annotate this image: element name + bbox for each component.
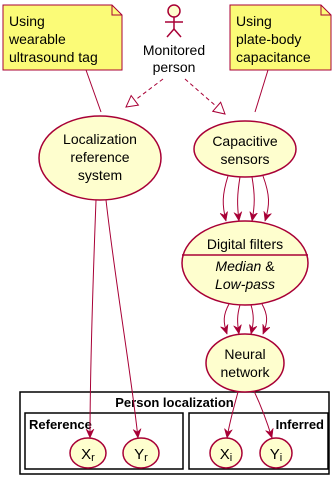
filters-line1: Median & [215, 258, 275, 274]
svg-text:Xi: Xi [220, 446, 232, 464]
output-yi: Yi [259, 437, 293, 469]
note-capacitance-line2: plate-body [236, 31, 301, 47]
localization-line2: reference [70, 149, 129, 165]
svg-text:Xr: Xr [81, 446, 95, 464]
edge-cap-filter-3 [252, 176, 254, 221]
svg-text:Yr: Yr [134, 446, 148, 464]
edge-actor-to-localization [125, 78, 164, 108]
actor-edges [125, 78, 226, 115]
package-inferred-label: Inferred [276, 417, 324, 432]
node-localization-reference-system: Localization reference system [38, 115, 162, 201]
localization-line1: Localization [63, 131, 137, 147]
actor-label-line1: Monitored [143, 42, 205, 58]
note-capacitance-line3: capacitance [236, 49, 311, 65]
edge-filter-nn-3 [251, 304, 253, 334]
note-connector-right [254, 69, 269, 113]
edge-cap-filter-2 [238, 176, 240, 221]
note-connectors [85, 69, 269, 113]
neural-line2: network [220, 364, 270, 380]
edge-neural-to-yi [253, 390, 272, 438]
capacitive-line2: sensors [220, 151, 269, 167]
package-inferred: Inferred [188, 412, 329, 470]
package-reference-label: Reference [29, 417, 92, 432]
filters-line2: Low-pass [215, 276, 275, 292]
capacitive-line1: Capacitive [212, 133, 278, 149]
package-person-localization-label: Person localization [115, 395, 234, 410]
note-ultrasound-line3: ultrasound tag [9, 49, 98, 65]
note-capacitance: Using plate-body capacitance [229, 4, 332, 71]
output-yr: Yr [122, 437, 160, 469]
edge-filter-nn-1 [224, 303, 230, 334]
output-xr: Xr [69, 437, 107, 469]
note-ultrasound-line2: wearable [8, 31, 66, 47]
edge-filter-nn-2 [238, 304, 240, 334]
note-ultrasound-line1: Using [9, 13, 45, 29]
edge-cap-filter-1 [223, 175, 229, 221]
edge-filter-nn-4 [261, 303, 267, 334]
edge-neural-to-xi [227, 391, 239, 438]
node-capacitive-sensors: Capacitive sensors [193, 120, 297, 178]
edge-cap-filter-4 [262, 175, 269, 221]
note-connector-left [85, 69, 102, 113]
node-digital-filters: Digital filters Median & Low-pass [181, 220, 309, 306]
note-capacitance-line1: Using [236, 13, 272, 29]
actor-label-line2: person [153, 59, 196, 75]
node-neural-network: Neural network [205, 333, 285, 393]
edge-localization-to-yr [105, 199, 138, 438]
neural-line1: Neural [224, 346, 265, 362]
edges-filters-to-neural [224, 303, 267, 334]
note-ultrasound: Using wearable ultrasound tag [2, 4, 123, 71]
svg-text:Yi: Yi [270, 446, 282, 464]
actor-person-icon [165, 4, 183, 38]
localization-line3: system [78, 167, 122, 183]
edges-to-outputs [90, 199, 272, 438]
edge-actor-to-capacitive [184, 78, 226, 115]
output-xi: Xi [209, 437, 243, 469]
edges-capacitive-to-filters [223, 175, 269, 221]
edge-localization-to-xr [90, 199, 97, 438]
filters-title: Digital filters [207, 236, 283, 252]
